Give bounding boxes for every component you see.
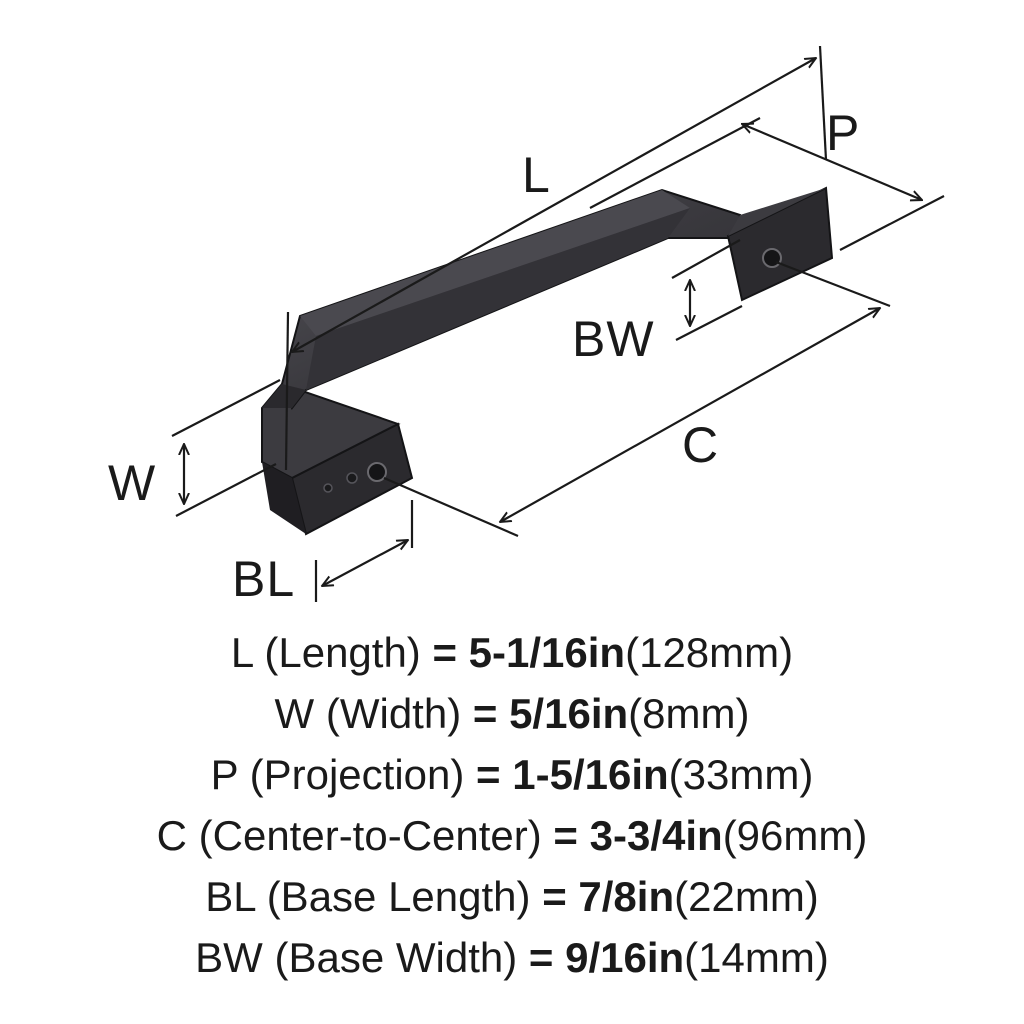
label-length: L [522,147,551,203]
spec-key: BW [195,934,263,981]
center-to-center-dimension [500,308,880,522]
left-base-plate-top [261,382,401,480]
spec-metric: (8mm) [628,690,750,737]
spec-metric: (22mm) [674,873,819,920]
label-base-width: BW [572,311,655,367]
spec-key: BL [205,873,256,920]
label-center-to-center: C [682,417,720,473]
spec-imperial: 1-5/16in [512,751,669,798]
spec-name: (Projection) [249,751,465,798]
spec-metric: (96mm) [722,812,868,859]
pull-diagram [171,45,945,602]
left-screw-hole [367,462,387,482]
projection-dimension [742,124,922,200]
spec-key: W [274,690,315,737]
spec-name: (Width) [325,690,462,737]
spec-imperial: 5/16in [509,690,629,737]
spec-row-center-to-center: C (Center-to-Center) = 3-3/4in(96mm) [0,805,1024,866]
spec-name: (Base Width) [274,934,518,981]
spec-imperial: 3-3/4in [589,812,723,859]
spec-name: (Center-to-Center) [198,812,542,859]
spec-row-width: W (Width) = 5/16in(8mm) [0,683,1024,744]
spec-equals: = [553,812,578,859]
spec-metric: (14mm) [684,934,829,981]
spec-equals: = [528,934,554,981]
spec-row-base-width: BW (Base Width) = 9/16in(14mm) [0,927,1024,988]
spec-metric: (33mm) [668,751,814,798]
label-base-length: BL [232,551,296,607]
spec-metric: (128mm) [625,629,794,676]
spec-imperial: 5-1/16in [468,629,626,676]
spec-equals: = [432,629,457,676]
cabinet-pull-image [261,186,834,536]
label-projection: P [826,105,861,161]
right-screw-hole [762,248,782,268]
label-width: W [108,455,157,511]
spec-row-projection: P (Projection) = 1-5/16in(33mm) [0,744,1024,805]
spec-imperial: 7/8in [578,873,675,920]
spec-name: (Length) [264,629,421,676]
spec-imperial: 9/16in [565,934,685,981]
dimension-lines [171,45,945,602]
dimension-spec-list: L (Length) = 5-1/16in(128mm) W (Width) =… [0,622,1024,988]
spec-equals: = [476,751,501,798]
spec-name: (Base Length) [266,873,531,920]
spec-key: L [230,629,253,676]
spec-row-base-length: BL (Base Length) = 7/8in(22mm) [0,866,1024,927]
base-length-dimension [322,540,408,586]
spec-row-length: L (Length) = 5-1/16in(128mm) [0,622,1024,683]
spec-key: C [156,812,187,859]
spec-equals: = [472,690,498,737]
length-dimension [292,58,816,352]
spec-key: P [210,751,238,798]
spec-equals: = [542,873,567,920]
